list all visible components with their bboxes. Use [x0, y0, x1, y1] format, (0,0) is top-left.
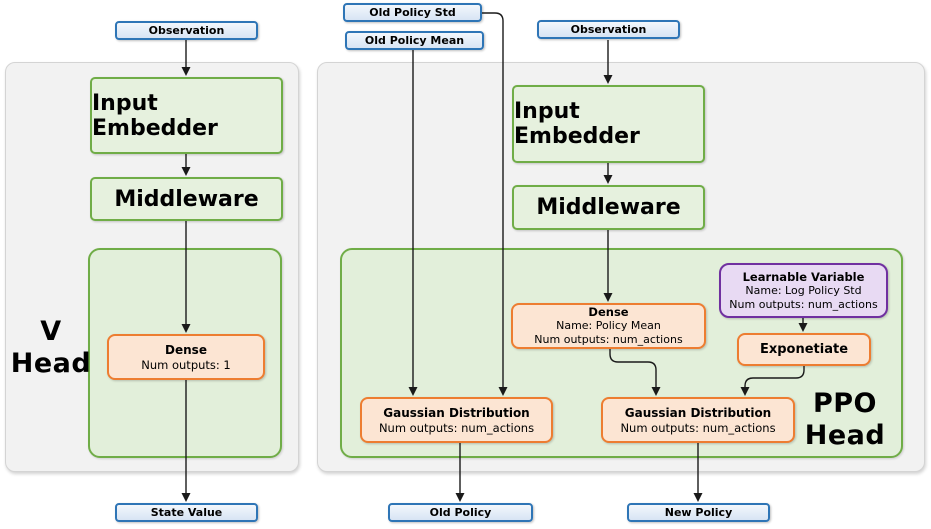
old-policy-mean-label: Old Policy Mean	[364, 34, 465, 47]
dense-v-title: Dense	[165, 342, 207, 357]
ppo-head-label-line2: Head	[804, 420, 886, 451]
gaussian-old-title: Gaussian Distribution	[383, 405, 530, 420]
observation-label-right: Observation	[570, 23, 647, 36]
dense-policy-mean-node: Dense Name: Policy Mean Num outputs: num…	[511, 303, 706, 349]
dense-v-outputs: Num outputs: 1	[141, 357, 231, 372]
observation-label-left: Observation	[148, 24, 225, 37]
learnable-variable-outputs: Num outputs: num_actions	[729, 297, 878, 311]
middleware-right-label: Middleware	[536, 195, 681, 220]
gaussian-old-outputs: Num outputs: num_actions	[378, 420, 535, 435]
v-head-label-line2: Head	[10, 348, 92, 379]
middleware-right: Middleware	[512, 185, 705, 230]
exponetiate-node: Exponetiate	[737, 333, 871, 366]
old-policy-output-label: Old Policy	[429, 506, 492, 519]
observation-node-right: Observation	[537, 20, 680, 39]
ppo-head-label-line1: PPO	[812, 388, 878, 419]
dense-node-v: Dense Num outputs: 1	[107, 334, 265, 380]
new-policy-output-node: New Policy	[627, 503, 770, 522]
gaussian-distribution-new-node: Gaussian Distribution Num outputs: num_a…	[601, 397, 795, 443]
dense-policy-mean-name: Name: Policy Mean	[556, 319, 661, 332]
state-value-node: State Value	[115, 503, 258, 522]
input-embedder-right: Input Embedder	[512, 85, 705, 163]
gaussian-new-outputs: Num outputs: num_actions	[620, 420, 776, 435]
v-head-label: V Head	[10, 316, 92, 380]
middleware-left-label: Middleware	[114, 186, 259, 212]
input-embedder-left-label: Input Embedder	[92, 90, 218, 141]
gaussian-new-title: Gaussian Distribution	[624, 405, 772, 420]
input-embedder-right-label: Input Embedder	[514, 99, 640, 149]
old-policy-std-label: Old Policy Std	[369, 6, 456, 19]
learnable-variable-name: Name: Log Policy Std	[745, 283, 862, 297]
input-embedder-left: Input Embedder	[90, 77, 283, 154]
gaussian-distribution-old-node: Gaussian Distribution Num outputs: num_a…	[360, 397, 553, 443]
state-value-label: State Value	[150, 506, 223, 519]
ppo-head-label: PPO Head	[800, 388, 890, 452]
new-policy-output-label: New Policy	[664, 506, 733, 519]
learnable-variable-title: Learnable Variable	[742, 269, 865, 284]
dense-policy-mean-outputs: Num outputs: num_actions	[534, 333, 683, 346]
old-policy-std-node: Old Policy Std	[343, 3, 482, 22]
middleware-left: Middleware	[90, 177, 283, 221]
exponetiate-label: Exponetiate	[759, 341, 849, 357]
v-head-label-line1: V	[40, 316, 62, 347]
old-policy-mean-node: Old Policy Mean	[345, 31, 484, 50]
old-policy-output-node: Old Policy	[388, 503, 533, 522]
dense-policy-mean-title: Dense	[588, 305, 629, 319]
learnable-variable-node: Learnable Variable Name: Log Policy Std …	[719, 263, 888, 318]
observation-node-left: Observation	[115, 21, 258, 40]
